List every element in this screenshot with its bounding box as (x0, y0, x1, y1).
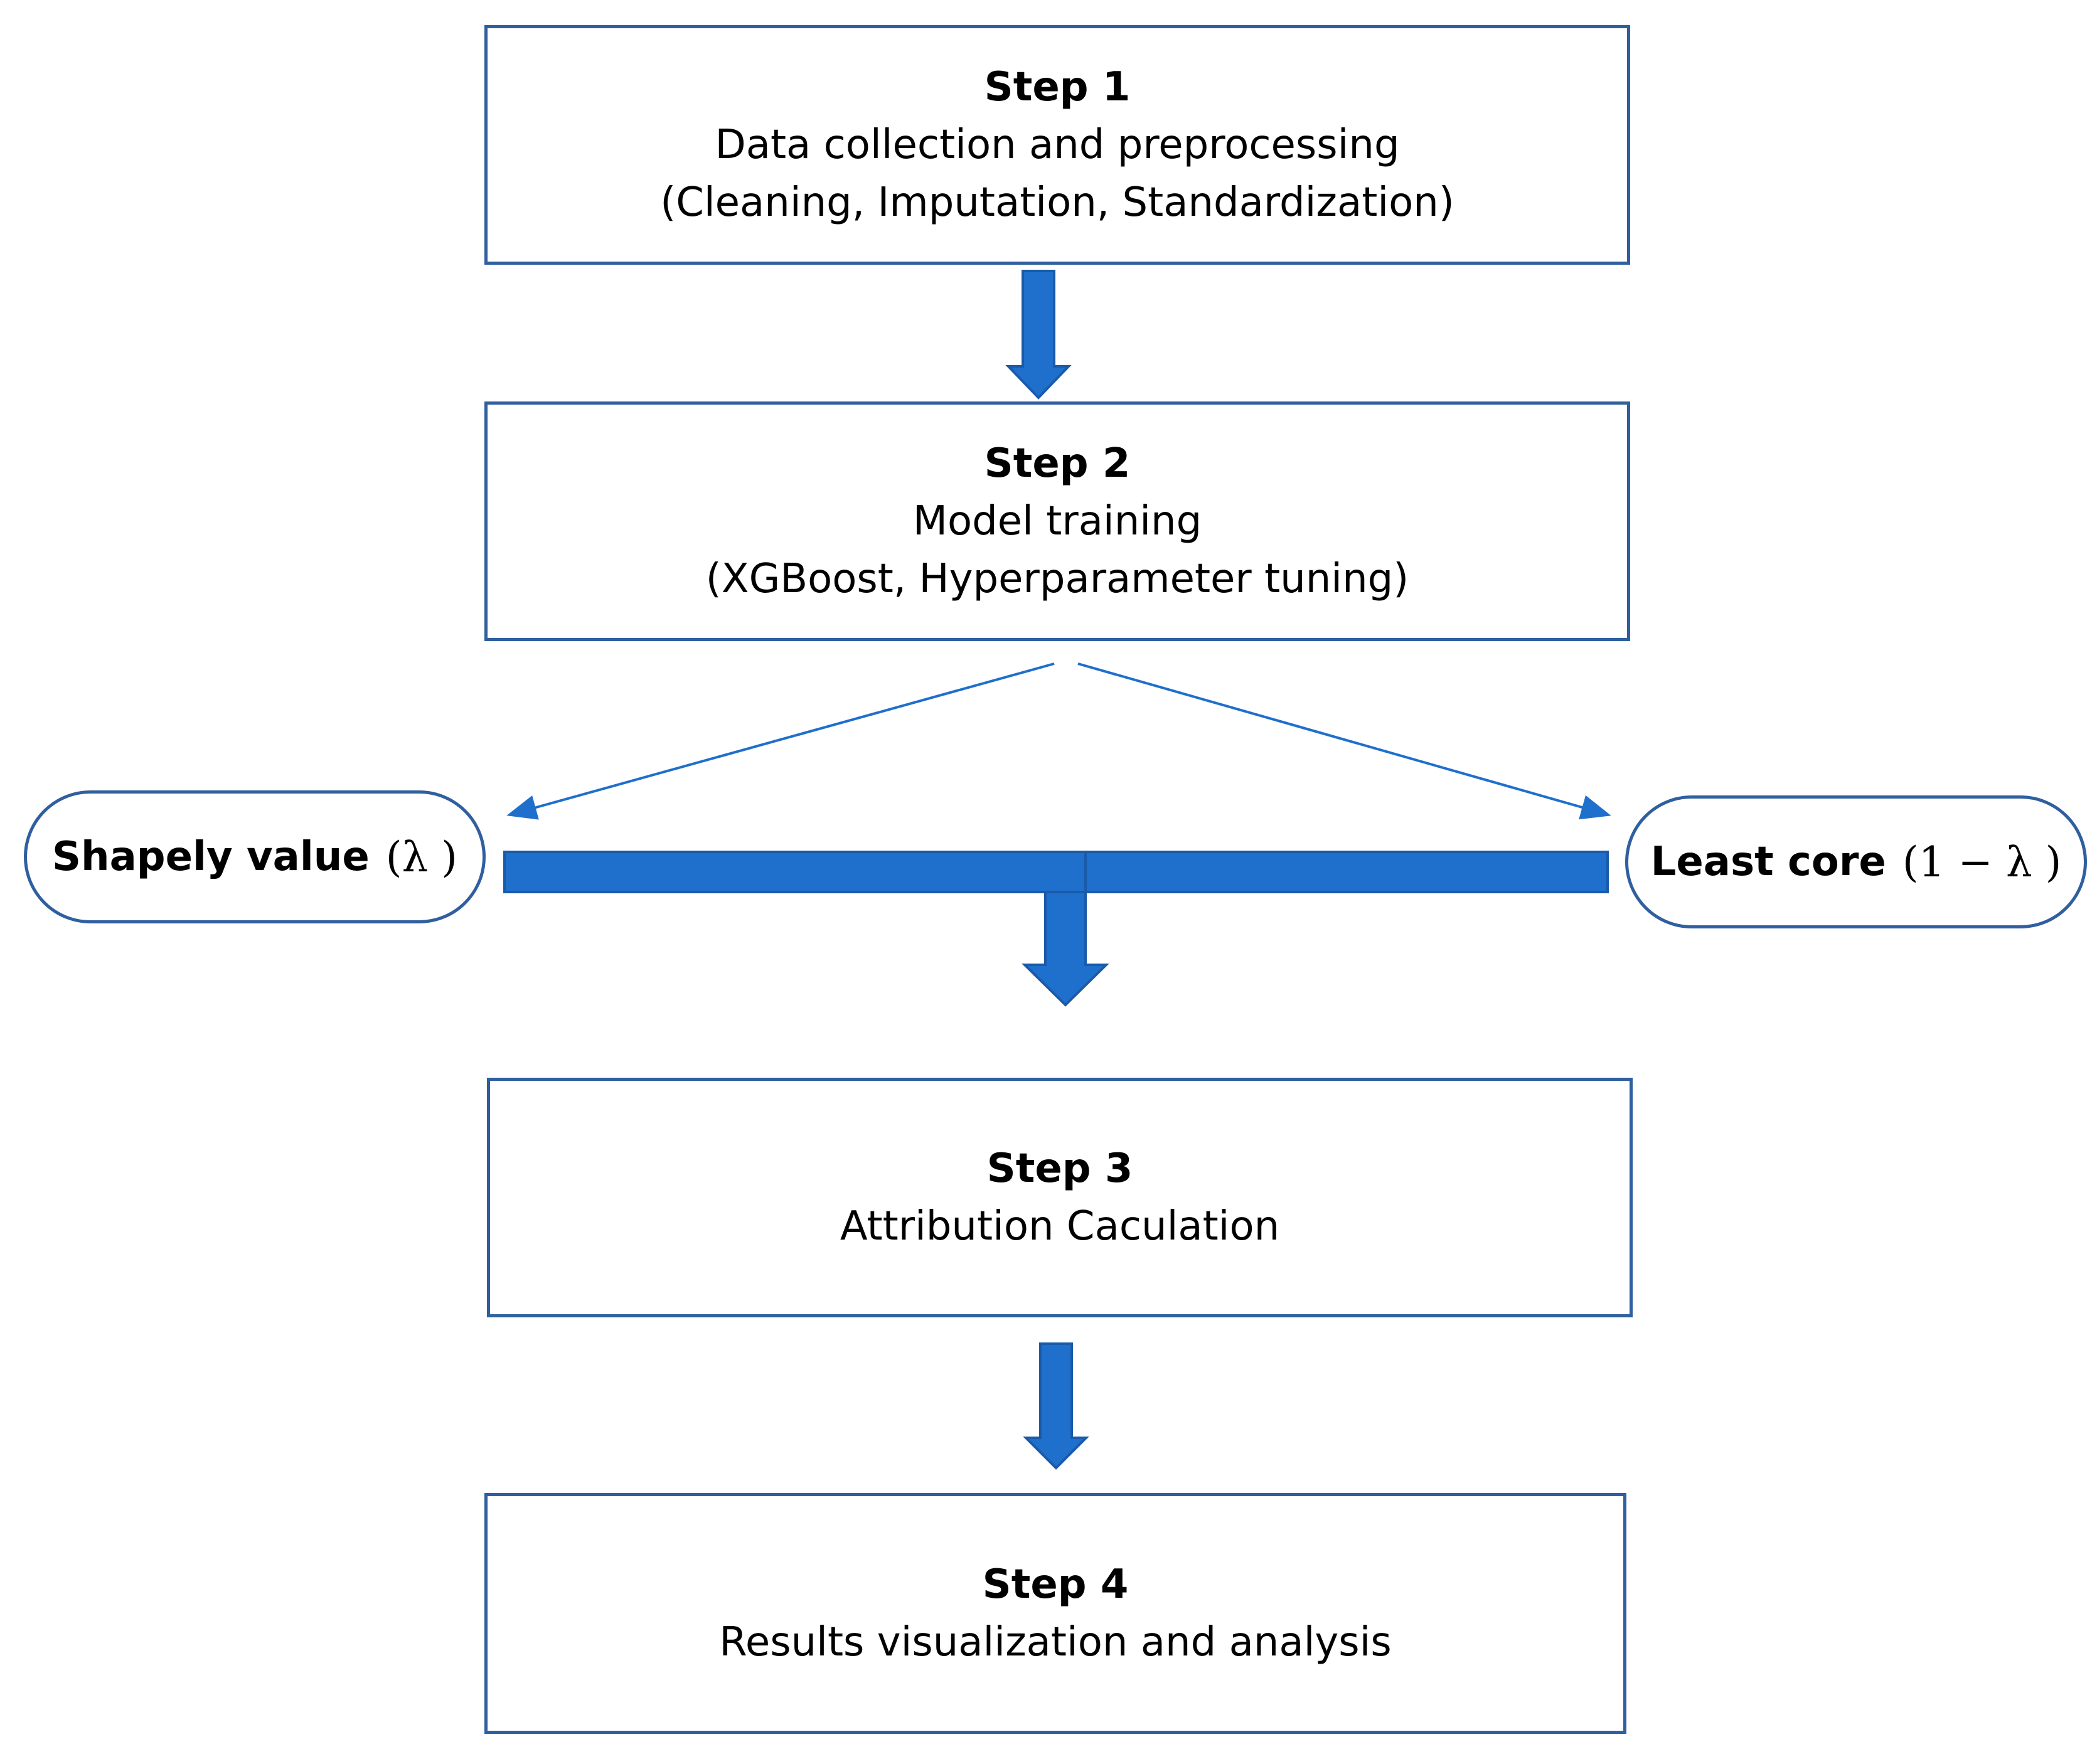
step-2-description: Model training (912, 498, 1202, 545)
least-core-weight: (1 − λ ) (1902, 837, 2062, 886)
step-2-box: Step 2 Model training (XGBoost, Hyperpar… (484, 401, 1630, 641)
arrow-step3-to-step4 (1023, 1342, 1089, 1470)
step-1-box: Step 1 Data collection and preprocessing… (484, 25, 1630, 265)
step-3-box: Step 3 Attribution Caculation (487, 1078, 1633, 1317)
step-4-title: Step 4 (982, 1561, 1129, 1608)
step-2-title: Step 2 (984, 440, 1131, 487)
arrow-step2-to-shapely (506, 662, 1055, 820)
step-4-description: Results visualization and analysis (719, 1619, 1392, 1666)
arrow-merge-to-step3 (1022, 891, 1109, 1007)
merge-bar-left (503, 851, 1087, 893)
step-1-description: Data collection and preprocessing (715, 122, 1400, 168)
least-core-node: Least core (1 − λ ) (1625, 795, 2087, 928)
step-1-details: (Cleaning, Imputation, Standardization) (660, 179, 1454, 226)
shapely-value-weight: (λ ) (385, 832, 458, 881)
merge-bar-right (1084, 851, 1609, 893)
least-core-label: Least core (1650, 839, 1886, 885)
arrow-step1-to-step2 (1005, 270, 1072, 400)
shapely-value-label: Shapely value (51, 834, 370, 880)
step-3-title: Step 3 (986, 1145, 1133, 1192)
step-3-description: Attribution Caculation (840, 1203, 1280, 1250)
shapely-value-node: Shapely value (λ ) (24, 790, 486, 923)
step-1-title: Step 1 (984, 64, 1131, 110)
arrow-step2-to-least-core (1077, 662, 1611, 820)
step-4-box: Step 4 Results visualization and analysi… (484, 1493, 1626, 1734)
step-2-details: (XGBoost, Hyperparameter tuning) (705, 556, 1409, 602)
